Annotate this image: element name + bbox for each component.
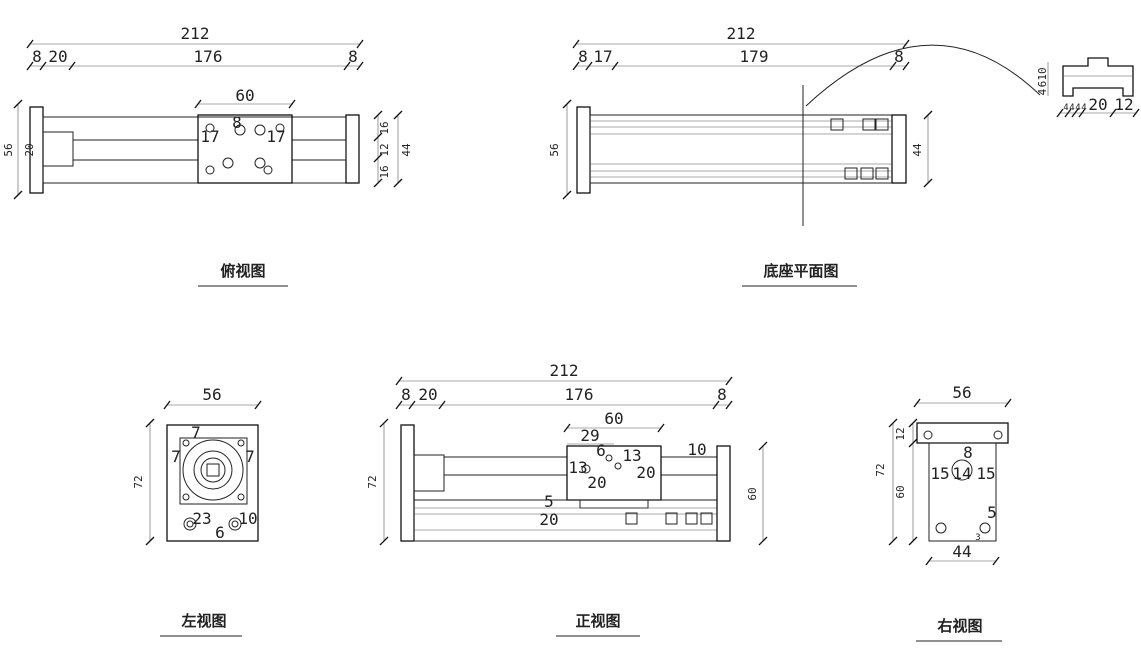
front-dim-c29: 29 <box>580 426 599 445</box>
right-dim-height: 72 <box>874 463 887 476</box>
base-dim-height: 56 <box>548 143 561 156</box>
base-dim-right-cap: 8 <box>894 47 904 66</box>
top-dim-motor: 20 <box>23 143 36 156</box>
top-dim-r44: 44 <box>400 143 413 157</box>
front-dim-c6: 6 <box>596 441 606 460</box>
front-dim-c20b: 20 <box>636 463 655 482</box>
left-dim-m7a: 7 <box>191 423 201 442</box>
right-dim-inner-h: 60 <box>894 485 907 498</box>
front-dim-span: 176 <box>565 385 594 404</box>
top-dim-r16b: 16 <box>378 165 391 178</box>
top-dim-h8: 8 <box>232 113 242 132</box>
profile-d10: 10 <box>1036 67 1049 80</box>
top-dim-h17b: 17 <box>266 127 285 146</box>
top-dim-h17a: 17 <box>200 127 219 146</box>
profile-b12: 12 <box>1114 95 1133 114</box>
top-dim-height: 56 <box>2 143 15 156</box>
right-dim-s8: 8 <box>963 443 973 462</box>
right-dim-top12: 12 <box>894 427 907 440</box>
front-dim-gap: 20 <box>418 385 437 404</box>
profile-b4b: 4 <box>1069 103 1074 113</box>
right-dim-s15a: 15 <box>930 464 949 483</box>
base-plan-view: 212 8 17 179 8 56 44 <box>548 24 1140 287</box>
profile-d6: 6 <box>1036 81 1049 88</box>
top-dim-carriage: 60 <box>235 86 254 105</box>
top-dim-left-cap: 8 <box>32 47 42 66</box>
top-view: 212 8 20 176 8 60 17 8 17 <box>2 24 413 287</box>
top-dim-r16a: 16 <box>378 121 391 134</box>
front-view-title: 正视图 <box>575 612 620 630</box>
left-dim-m7b: 7 <box>171 447 181 466</box>
left-view: 56 7 7 7 23 10 6 72 左视图 <box>132 385 262 637</box>
front-dim-c10: 10 <box>687 440 706 459</box>
front-dim-left-cap: 8 <box>401 385 411 404</box>
top-view-title: 俯视图 <box>220 262 265 280</box>
top-dim-r12: 12 <box>378 143 391 156</box>
front-dim-height: 72 <box>366 475 379 488</box>
right-view-title: 右视图 <box>937 617 982 635</box>
base-dim-width: 44 <box>911 143 924 157</box>
left-view-title: 左视图 <box>180 612 226 630</box>
top-dim-gap: 20 <box>48 47 67 66</box>
left-dim-s10: 10 <box>238 509 257 528</box>
profile-b20: 20 <box>1088 95 1107 114</box>
front-dim-c5: 5 <box>544 492 554 511</box>
base-plan-title: 底座平面图 <box>763 262 838 280</box>
right-dim-width: 56 <box>952 383 971 402</box>
right-dim-bottom: 44 <box>952 542 971 561</box>
front-dim-right-h: 60 <box>746 487 759 500</box>
left-dim-height: 72 <box>132 475 145 488</box>
front-dim-c20a: 20 <box>587 473 606 492</box>
top-dim-span: 176 <box>194 47 223 66</box>
front-dim-right-cap: 8 <box>717 385 727 404</box>
front-dim-c13a: 13 <box>568 458 587 477</box>
profile-d4: 4 <box>1036 88 1049 95</box>
right-dim-s3: 3 <box>975 533 980 543</box>
right-dim-s14: 14 <box>952 464 971 483</box>
right-view: 56 15 14 15 8 5 3 72 12 60 44 右视图 <box>874 383 1012 642</box>
left-dim-s6: 6 <box>215 523 225 542</box>
front-dim-c20c: 20 <box>539 510 558 529</box>
top-dim-right-cap: 8 <box>348 47 358 66</box>
right-dim-s5: 5 <box>987 503 997 522</box>
left-dim-m7c: 7 <box>245 447 255 466</box>
front-dim-carriage: 60 <box>604 409 623 428</box>
front-dim-overall: 212 <box>550 361 579 380</box>
base-dim-gap: 17 <box>593 47 612 66</box>
profile-b4d: 4 <box>1081 103 1086 113</box>
base-dim-overall: 212 <box>727 24 756 43</box>
base-dim-span: 179 <box>740 47 769 66</box>
front-dim-c13b: 13 <box>622 446 641 465</box>
profile-b4c: 4 <box>1075 103 1080 113</box>
profile-b4a: 4 <box>1063 103 1068 113</box>
top-dim-overall: 212 <box>181 24 210 43</box>
left-dim-s23: 23 <box>192 509 211 528</box>
base-dim-left-cap: 8 <box>578 47 588 66</box>
profile-section: 10 6 4 4 4 4 4 20 12 <box>1036 57 1140 118</box>
left-dim-width: 56 <box>202 385 221 404</box>
front-view: 212 8 20 176 8 60 29 6 13 <box>366 361 768 637</box>
right-dim-s15b: 15 <box>976 464 995 483</box>
